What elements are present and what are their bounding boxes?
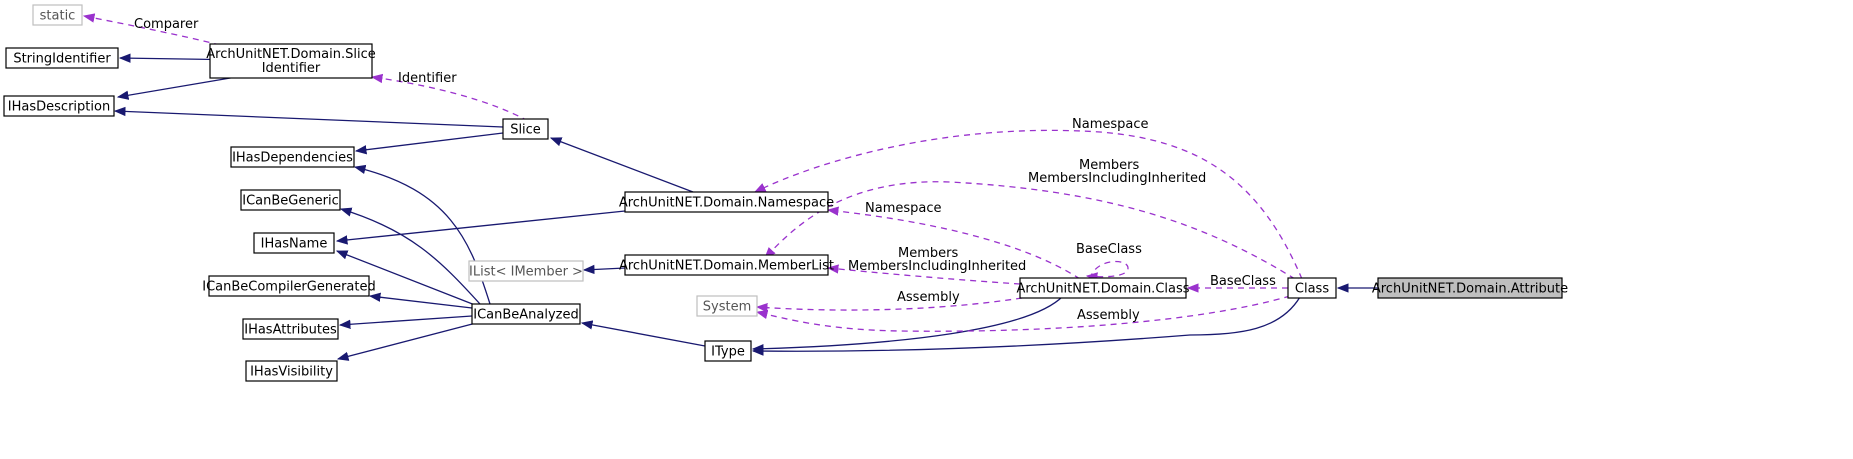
node-ican-be-analyzed[interactable]: ICanBeAnalyzed xyxy=(471,303,581,325)
svg-text:IHasName: IHasName xyxy=(261,237,328,252)
edge-domainclass-system xyxy=(755,297,1023,313)
edge-class-itype xyxy=(751,296,1301,356)
node-static[interactable]: static xyxy=(32,4,83,26)
edge-label-comparer: Comparer xyxy=(134,17,199,32)
svg-text:IHasVisibility: IHasVisibility xyxy=(250,365,333,380)
edge-memberlist-ilist xyxy=(582,264,626,275)
node-itype[interactable]: IType xyxy=(704,340,752,362)
svg-text:IHasDescription: IHasDescription xyxy=(8,100,110,115)
edge-label-assembly-1: Assembly xyxy=(897,290,960,305)
edge-class-system xyxy=(755,295,1291,332)
edge-icanbeanalyzed-ihasvisibility xyxy=(336,321,481,361)
edge-class-namespace xyxy=(753,129,1303,280)
svg-text:ArchUnitNET.Domain.MemberList: ArchUnitNET.Domain.MemberList xyxy=(619,259,834,274)
edge-domainclass-self xyxy=(1085,260,1129,282)
node-slice-identifier[interactable]: ArchUnitNET.Domain.Slice Identifier xyxy=(206,43,376,79)
node-ican-be-generic[interactable]: ICanBeGeneric xyxy=(240,189,341,211)
svg-text:static: static xyxy=(40,9,76,24)
edge-slice-ihasdependencies xyxy=(354,132,504,155)
node-ihas-attributes[interactable]: IHasAttributes xyxy=(242,318,339,340)
node-system[interactable]: System xyxy=(696,295,758,317)
edge-label-members-top-1: Members xyxy=(1079,158,1139,173)
edge-slice-ihasdescription xyxy=(113,106,504,128)
svg-text:IHasAttributes: IHasAttributes xyxy=(244,323,337,338)
svg-text:ICanBeAnalyzed: ICanBeAnalyzed xyxy=(473,308,579,323)
edge-icanbeanalyzed-icanbecompilergenerated xyxy=(368,292,473,309)
node-string-identifier[interactable]: StringIdentifier xyxy=(5,47,119,69)
svg-text:ICanBeGeneric: ICanBeGeneric xyxy=(242,194,338,209)
node-class[interactable]: Class xyxy=(1287,277,1337,299)
edge-itype-icanbeanalyzed xyxy=(580,320,706,347)
edge-icanbeanalyzed-ihasname xyxy=(335,250,476,306)
edge-label-baseclass-self: BaseClass xyxy=(1076,242,1142,257)
node-slice[interactable]: Slice xyxy=(502,118,549,140)
svg-text:Class: Class xyxy=(1295,282,1329,297)
node-domain-class[interactable]: ArchUnitNET.Domain.Class xyxy=(1016,277,1190,299)
edge-sliceidentifier-ihasdescription xyxy=(116,74,249,100)
edge-label-baseclass: BaseClass xyxy=(1210,274,1276,289)
svg-text:Slice: Slice xyxy=(510,123,541,138)
edge-label-members-mid-2: MembersIncludingInherited xyxy=(848,259,1026,274)
node-member-list[interactable]: ArchUnitNET.Domain.MemberList xyxy=(619,254,834,276)
edge-label-assembly-2: Assembly xyxy=(1077,308,1140,323)
edge-domainclass-itype xyxy=(751,295,1064,354)
node-ihas-description[interactable]: IHasDescription xyxy=(3,95,115,117)
edge-label-identifier: Identifier xyxy=(398,71,457,86)
svg-text:IHasDependencies: IHasDependencies xyxy=(232,151,353,166)
svg-text:ArchUnitNET.Domain.Attribute: ArchUnitNET.Domain.Attribute xyxy=(1372,282,1568,297)
edge-class-memberlist xyxy=(764,181,1296,280)
edge-label-namespace-mid: Namespace xyxy=(865,201,942,216)
edge-namespace-ihasname xyxy=(335,210,626,245)
node-ihas-dependencies[interactable]: IHasDependencies xyxy=(230,146,355,168)
svg-text:StringIdentifier: StringIdentifier xyxy=(13,52,111,67)
svg-text:ArchUnitNET.Domain.Class: ArchUnitNET.Domain.Class xyxy=(1016,282,1189,297)
svg-text:Identifier: Identifier xyxy=(262,61,321,76)
edge-label-members-top-2: MembersIncludingInherited xyxy=(1028,171,1206,186)
node-ihas-visibility[interactable]: IHasVisibility xyxy=(245,360,338,382)
edge-namespace-slice xyxy=(549,137,694,193)
svg-text:IType: IType xyxy=(711,345,745,360)
node-ihas-name[interactable]: IHasName xyxy=(253,232,335,254)
svg-text:ICanBeCompilerGenerated: ICanBeCompilerGenerated xyxy=(202,280,376,295)
node-ilist-imember[interactable]: IList< IMember > xyxy=(468,260,584,282)
svg-text:ArchUnitNET.Domain.Slice: ArchUnitNET.Domain.Slice xyxy=(206,47,375,62)
edge-label-members-mid-1: Members xyxy=(898,246,958,261)
svg-text:IList< IMember >: IList< IMember > xyxy=(469,265,583,280)
edge-domainclass-memberlist xyxy=(826,264,1021,285)
svg-text:System: System xyxy=(703,300,751,315)
edge-sliceidentifier-static xyxy=(82,13,221,46)
node-attribute[interactable]: ArchUnitNET.Domain.Attribute xyxy=(1372,277,1568,299)
edge-label-namespace-top: Namespace xyxy=(1072,117,1149,132)
edge-slice-sliceidentifier xyxy=(370,73,529,122)
svg-text:ArchUnitNET.Domain.Namespace: ArchUnitNET.Domain.Namespace xyxy=(619,196,834,211)
node-ican-be-compiler-generated[interactable]: ICanBeCompilerGenerated xyxy=(202,275,376,297)
node-namespace[interactable]: ArchUnitNET.Domain.Namespace xyxy=(619,191,834,213)
edge-domainclass-namespace xyxy=(826,206,1081,280)
edge-icanbeanalyzed-icanbegeneric xyxy=(339,207,481,305)
edge-icanbeanalyzed-ihasattributes xyxy=(338,315,473,329)
